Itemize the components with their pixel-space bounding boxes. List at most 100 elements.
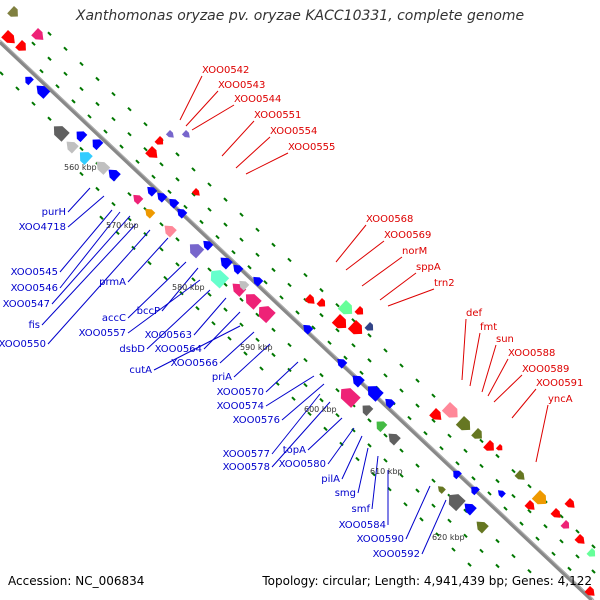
noncoding-dot bbox=[311, 325, 316, 330]
noncoding-dot bbox=[371, 471, 376, 477]
noncoding-dot bbox=[223, 282, 228, 287]
blue-gene-label: XOO0550 bbox=[0, 339, 46, 350]
tick-label: 600 kbp bbox=[304, 405, 337, 414]
noncoding-dot bbox=[383, 433, 388, 438]
blue-gene-label: XOO0570 bbox=[217, 387, 264, 398]
noncoding-dot bbox=[471, 476, 476, 481]
gene-shape bbox=[560, 520, 570, 529]
red-gene-label: trn2 bbox=[434, 278, 455, 289]
noncoding-dot bbox=[127, 131, 132, 137]
gene-shape bbox=[464, 503, 477, 516]
gene-shape bbox=[364, 322, 374, 331]
blue-gene-label: smg bbox=[335, 488, 356, 499]
tick-label: 610 kbp bbox=[370, 467, 403, 476]
noncoding-dot bbox=[159, 162, 164, 167]
noncoding-dot bbox=[47, 116, 52, 121]
gene-shape bbox=[385, 398, 396, 409]
noncoding-dot bbox=[143, 147, 148, 152]
noncoding-dot bbox=[343, 355, 348, 360]
noncoding-dot bbox=[383, 373, 388, 378]
gene-arrow bbox=[352, 375, 365, 388]
gene-arrow bbox=[96, 161, 111, 175]
noncoding-dot bbox=[255, 337, 260, 343]
gene-shape bbox=[145, 146, 158, 158]
gene-shape bbox=[245, 294, 262, 310]
red-gene-label: XOO0568 bbox=[366, 214, 413, 225]
noncoding-dot bbox=[111, 201, 116, 207]
gene-shape bbox=[15, 40, 26, 51]
noncoding-dot bbox=[495, 478, 500, 484]
red-gene-label: def bbox=[466, 308, 483, 319]
backbone-layer bbox=[0, 39, 595, 600]
gene-arrow bbox=[154, 136, 164, 145]
noncoding-dot bbox=[223, 307, 228, 312]
gene-arrow bbox=[245, 294, 262, 310]
gene-arrow bbox=[471, 428, 482, 439]
red-leader-line bbox=[185, 90, 219, 127]
noncoding-dot bbox=[383, 348, 388, 353]
gene-arrow bbox=[574, 534, 585, 544]
noncoding-dot bbox=[431, 418, 436, 423]
blue-leader-line bbox=[127, 237, 169, 283]
red-gene-label: XOO0588 bbox=[508, 348, 555, 359]
gene-shape bbox=[147, 186, 158, 197]
noncoding-dot bbox=[135, 159, 140, 164]
blue-leader-line bbox=[307, 417, 343, 451]
gene-shape bbox=[514, 470, 525, 480]
blue-gene-label: topA bbox=[283, 445, 306, 456]
gene-arrow bbox=[441, 402, 458, 418]
noncoding-dot bbox=[211, 321, 216, 326]
noncoding-dot bbox=[591, 544, 596, 549]
gene-shape bbox=[108, 169, 121, 182]
gene-arrow bbox=[564, 498, 575, 508]
noncoding-dot bbox=[79, 61, 84, 67]
blue-gene-label: XOO0576 bbox=[233, 415, 280, 426]
noncoding-dot bbox=[367, 358, 372, 363]
noncoding-dot bbox=[551, 551, 556, 557]
noncoding-dot bbox=[231, 249, 236, 255]
blue-gene-label: XOO0545 bbox=[11, 267, 58, 278]
noncoding-dot bbox=[279, 295, 284, 300]
noncoding-dot bbox=[159, 247, 164, 252]
gene-arrow bbox=[133, 194, 144, 205]
gene-arrow bbox=[437, 486, 446, 494]
gene-arrow bbox=[495, 444, 503, 451]
gene-arrow bbox=[258, 306, 276, 324]
gene-arrow bbox=[483, 440, 494, 451]
gene-arrow bbox=[181, 130, 190, 138]
gene-arrow bbox=[15, 40, 26, 51]
noncoding-dot bbox=[163, 275, 168, 281]
noncoding-dot bbox=[335, 327, 340, 333]
noncoding-dot bbox=[383, 458, 388, 463]
noncoding-dot bbox=[271, 242, 276, 248]
tick-label: 590 kbp bbox=[240, 343, 273, 352]
red-leader-line bbox=[387, 288, 435, 307]
genes-layer bbox=[1, 6, 596, 596]
noncoding-dot bbox=[55, 84, 60, 89]
noncoding-dot bbox=[175, 152, 180, 157]
noncoding-dot bbox=[431, 478, 436, 483]
gene-arrow bbox=[239, 280, 250, 291]
gene-shape bbox=[7, 6, 18, 17]
noncoding-dot bbox=[535, 536, 540, 541]
red-leader-line bbox=[345, 240, 385, 271]
noncoding-dot bbox=[191, 277, 196, 282]
blue-gene-label: XOO4718 bbox=[19, 222, 66, 233]
blue-leader-line bbox=[67, 195, 105, 228]
noncoding-dot bbox=[355, 456, 360, 462]
red-leader-line bbox=[493, 374, 523, 403]
noncoding-dot bbox=[303, 272, 308, 278]
noncoding-dot bbox=[79, 86, 84, 92]
noncoding-dot bbox=[559, 539, 564, 544]
noncoding-dot bbox=[479, 463, 484, 469]
map-title: Xanthomonas oryzae pv. oryzae KACC10331,… bbox=[75, 8, 525, 24]
noncoding-dot bbox=[151, 174, 156, 179]
noncoding-dot bbox=[239, 237, 244, 242]
gene-arrow bbox=[464, 503, 477, 516]
gene-arrow bbox=[584, 586, 595, 596]
noncoding-dot bbox=[503, 506, 508, 511]
gene-arrow bbox=[586, 548, 596, 557]
gene-arrow bbox=[471, 486, 480, 496]
